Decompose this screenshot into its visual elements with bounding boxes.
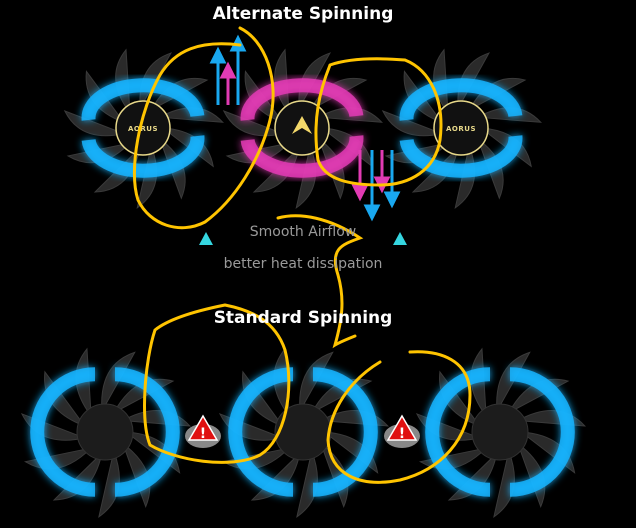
fan-top-right: AORUS bbox=[381, 48, 543, 209]
rotation-arrow-icon bbox=[30, 367, 96, 497]
fan-blade bbox=[122, 443, 151, 508]
fan-blade bbox=[122, 410, 192, 427]
rotation-arrow-icon bbox=[240, 78, 364, 121]
fan-top-left: AORUS bbox=[63, 48, 225, 209]
marker-triangle-left bbox=[199, 232, 213, 245]
rotation-arrow-icon bbox=[425, 367, 491, 497]
turbulence-warning-icon: ! bbox=[185, 414, 221, 448]
aorus-logo-hub bbox=[433, 100, 489, 156]
aorus-eagle-icon bbox=[292, 116, 312, 134]
fan-blade bbox=[299, 351, 334, 412]
fan-blade bbox=[296, 451, 318, 518]
fan-bottom-left bbox=[20, 347, 192, 518]
smooth-airflow-caption: Smooth Airflow bbox=[249, 224, 357, 240]
alternate-spinning-title: Alternate Spinning bbox=[212, 4, 394, 24]
fan-hub bbox=[274, 403, 332, 461]
fan-blade bbox=[381, 110, 442, 137]
fan-blade bbox=[75, 347, 92, 417]
rotation-arrow-icon bbox=[228, 367, 294, 497]
airflow-arrows bbox=[209, 34, 401, 222]
fan-blade bbox=[496, 351, 531, 412]
rotation-arrow-icon bbox=[312, 367, 378, 497]
turbulence-warning-icon: ! bbox=[384, 414, 420, 448]
annotation-strokes bbox=[132, 26, 472, 484]
aorus-logo-hub bbox=[115, 100, 171, 156]
fan-blade bbox=[517, 443, 546, 508]
rotation-arrow-icon bbox=[509, 367, 575, 497]
aorus-logo-text: AORUS bbox=[446, 125, 476, 133]
aorus-logo-text: AORUS bbox=[128, 125, 158, 133]
fan-blade bbox=[98, 451, 120, 518]
fan-blade bbox=[63, 110, 124, 137]
fan-blade bbox=[320, 443, 349, 508]
rotation-arrow-icon bbox=[399, 78, 523, 121]
fan-blade bbox=[493, 451, 515, 518]
rotation-arrow-icon bbox=[114, 367, 180, 497]
fan-hub bbox=[471, 403, 529, 461]
fan-bottom-right bbox=[415, 347, 587, 518]
standard-spinning-title: Standard Spinning bbox=[213, 308, 393, 328]
fan-hub bbox=[76, 403, 134, 461]
marker-triangle-right bbox=[393, 232, 407, 245]
rotation-arrow-icon bbox=[240, 135, 364, 178]
svg-text:!: ! bbox=[200, 426, 206, 442]
fan-bottom-center bbox=[218, 347, 390, 518]
fan-blade bbox=[470, 347, 487, 417]
rotation-arrow-icon bbox=[81, 135, 205, 178]
fan-blade bbox=[101, 351, 136, 412]
rotation-arrow-icon bbox=[81, 78, 205, 121]
svg-text:!: ! bbox=[399, 426, 405, 442]
heat-dissipation-caption: better heat dissipation bbox=[223, 256, 383, 272]
rotation-arrow-icon bbox=[399, 135, 523, 178]
fan-blade bbox=[517, 410, 587, 427]
